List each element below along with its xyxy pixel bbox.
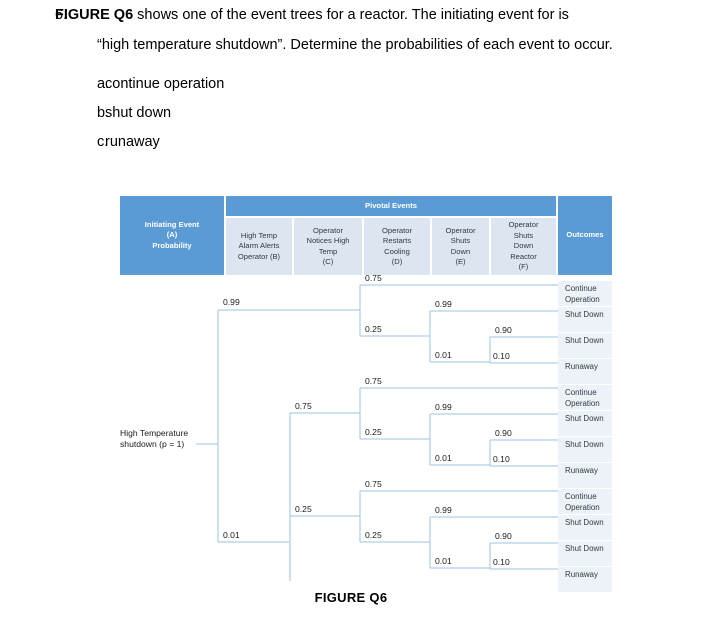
outcome-box: Continue Operation <box>558 280 612 306</box>
header-col-f-line-3: Down <box>513 241 534 251</box>
header-col-d-line-3: Cooling <box>384 246 410 256</box>
header-pivotal-events: Pivotal Events <box>226 196 556 216</box>
outcome-label-line-2: Operation <box>565 398 600 408</box>
event-tree-header-table: Initiating Event (A) Probability Pivotal… <box>120 196 612 275</box>
header-col-b-line-1: High Temp <box>240 230 278 240</box>
prob-g3-f-fail: 0.10 <box>493 557 510 567</box>
header-col-e-line-3: Down <box>450 246 471 256</box>
prob-g2-d-success: 0.75 <box>365 376 382 386</box>
sub-item-letter-b: b. <box>97 105 110 121</box>
event-tree-figure: Initiating Event (A) Probability Pivotal… <box>120 196 612 592</box>
prob-b-fail: 0.01 <box>223 530 240 540</box>
outcome-box: Runaway <box>558 358 612 384</box>
header-initiating-line-1: Initiating Event <box>144 219 200 229</box>
header-col-b-line-3: Operator (B) <box>237 251 281 261</box>
root-label-line-1: High Temperature <box>120 428 189 438</box>
outcome-box: Runaway <box>558 462 612 488</box>
header-col-d-line-1: Operator <box>382 225 412 235</box>
outcome-label-line-1: Continue <box>565 492 597 501</box>
prob-g3-e-fail: 0.01 <box>435 556 452 566</box>
header-column-e: Operator Shuts Down (E) <box>432 218 491 275</box>
question-sub-list: a. continue operation b. shut down c. ru… <box>0 70 702 157</box>
outcome-box: Shut Down <box>558 332 612 358</box>
list-item: b. shut down <box>0 99 702 128</box>
header-col-e-line-4: (E) <box>455 257 466 266</box>
outcome-box: Continue Operation <box>558 384 612 410</box>
header-col-f-line-2: Shuts <box>513 230 534 240</box>
prob-g1-d-fail: 0.25 <box>365 324 382 334</box>
header-initiating-event: Initiating Event (A) Probability <box>120 196 224 275</box>
question-text-rest: shows one of the event trees for a react… <box>133 7 569 23</box>
prob-g2-f-fail: 0.10 <box>493 454 510 464</box>
list-item: a. continue operation <box>0 70 702 99</box>
outcome-label-line-1: Continue <box>565 284 597 293</box>
outcome-box: Continue Operation <box>558 488 612 514</box>
header-column-b: High Temp Alarm Alerts Operator (B) <box>226 218 294 275</box>
prob-g3-d-fail: 0.25 <box>365 530 382 540</box>
sub-item-text-b: shut down <box>105 105 172 121</box>
header-col-f-line-4: Reactor <box>510 251 537 261</box>
prob-g1-f-success: 0.90 <box>495 325 512 335</box>
prob-g2-e-fail: 0.01 <box>435 453 452 463</box>
header-col-c-line-2: Notices High <box>306 236 350 245</box>
header-col-f-line-1: Operator <box>508 220 539 230</box>
header-col-d-line-2: Restarts <box>382 236 412 245</box>
list-item: c. runaway <box>0 128 702 157</box>
outcome-label-line-2: Operation <box>565 294 600 304</box>
outcome-box: Shut Down <box>558 306 612 332</box>
header-col-c-line-1: Operator <box>313 225 343 235</box>
outcome-box: Shut Down <box>558 410 612 436</box>
outcome-box: Shut Down <box>558 514 612 540</box>
header-col-e-line-2: Shuts <box>450 236 471 245</box>
header-initiating-line-2: (A) <box>166 230 178 240</box>
header-column-d: Operator Restarts Cooling (D) <box>364 218 432 275</box>
sub-item-letter-c: c. <box>97 134 109 150</box>
header-column-f: Operator Shuts Down Reactor (F) <box>491 218 556 275</box>
prob-g2-d-fail: 0.25 <box>365 427 382 437</box>
outcome-box: Shut Down <box>558 436 612 462</box>
prob-g2-e-success: 0.99 <box>435 402 452 412</box>
header-col-f-line-5: (F) <box>518 262 529 272</box>
question-number: 6. <box>55 7 68 23</box>
prob-g1-f-fail: 0.10 <box>493 351 510 361</box>
header-col-c-line-4: (C) <box>322 257 334 266</box>
question-text-line-1: FIGURE Q6 shows one of the event trees f… <box>55 0 569 30</box>
prob-g3-f-success: 0.90 <box>495 531 512 541</box>
header-col-e-line-1: Operator <box>445 225 476 235</box>
prob-g1-d-success: 0.75 <box>365 273 382 283</box>
outcome-box: Runaway <box>558 566 612 592</box>
question-text-line-2: “high temperature shutdown”. Determine t… <box>97 37 613 53</box>
prob-g3-d-success: 0.75 <box>365 479 382 489</box>
header-outcomes: Outcomes <box>558 196 612 275</box>
root-label-line-2: shutdown (p = 1) <box>120 439 185 449</box>
root-initiating-label: High Temperature shutdown (p = 1) <box>120 428 188 450</box>
header-col-d-line-4: (D) <box>391 257 403 266</box>
prob-b-success: 0.99 <box>223 297 240 307</box>
figure-reference-bold: FIGURE Q6 <box>55 7 134 23</box>
sub-item-text-a: continue operation <box>105 76 225 92</box>
prob-g1-e-success: 0.99 <box>435 299 452 309</box>
figure-caption: FIGURE Q6 <box>314 590 388 605</box>
header-column-c: Operator Notices High Temp (C) <box>294 218 364 275</box>
prob-g2-f-success: 0.90 <box>495 428 512 438</box>
outcome-label-line-1: Continue <box>565 388 597 397</box>
event-tree-branches <box>196 284 558 581</box>
prob-g3-e-success: 0.99 <box>435 505 452 515</box>
header-col-c-line-3: Temp <box>318 246 338 256</box>
question-block: 6. FIGURE Q6 shows one of the event tree… <box>0 0 702 157</box>
prob-g1-e-fail: 0.01 <box>435 350 452 360</box>
outcome-label-line-2: Operation <box>565 502 600 512</box>
sub-item-letter-a: a. <box>97 76 110 92</box>
sub-item-text-c: runaway <box>105 134 160 150</box>
prob-c-fail: 0.25 <box>295 504 312 514</box>
outcome-box: Shut Down <box>558 540 612 566</box>
prob-c-success: 0.75 <box>295 401 312 411</box>
question-line-1: 6. FIGURE Q6 shows one of the event tree… <box>0 0 702 30</box>
header-initiating-line-3: Probability <box>152 240 192 250</box>
header-col-b-line-2: Alarm Alerts <box>238 241 280 251</box>
